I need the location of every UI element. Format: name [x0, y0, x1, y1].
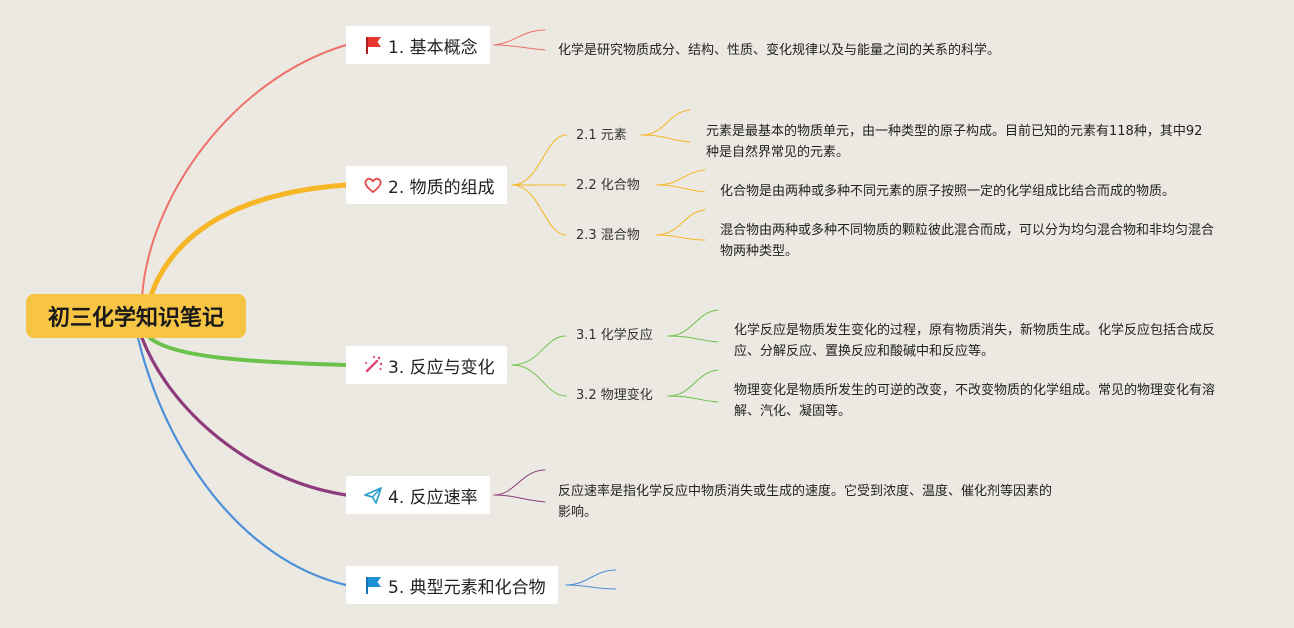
leaf-line: [667, 309, 719, 337]
branch-label: 2. 物质的组成: [388, 177, 495, 198]
note-element[interactable]: 元素是最基本的物质单元，由一种类型的原子构成。目前已知的元素有118种，其中92…: [706, 124, 1203, 160]
leaf-line: [655, 184, 706, 193]
leaf-line: [667, 335, 719, 343]
leaf-line: [493, 44, 546, 51]
branch-reactions[interactable]: 3. 反应与变化: [346, 346, 507, 384]
branch-line: [141, 44, 347, 299]
branch-line: [140, 336, 348, 497]
branch-label: 4. 反应速率: [388, 487, 478, 508]
branch-typical-elements[interactable]: 5. 典型元素和化合物: [346, 566, 558, 604]
flag-icon: [362, 574, 384, 596]
heart-icon: [362, 174, 384, 196]
leaf-line: [493, 469, 546, 496]
branch-line: [147, 182, 349, 301]
branch-line: [148, 336, 348, 367]
subtopic-mixture[interactable]: 2.3 混合物: [576, 228, 640, 243]
leaf-line: [640, 134, 691, 143]
note-chemical-reaction[interactable]: 化学反应是物质发生变化的过程，原有物质消失，新物质生成。化学反应包括合成反应、分…: [734, 323, 1216, 359]
branch-basic-concepts[interactable]: 1. 基本概念: [346, 26, 490, 64]
branch-label: 1. 基本概念: [388, 37, 478, 58]
leaf-line: [655, 209, 706, 236]
subtopic-compound[interactable]: 2.2 化合物: [576, 178, 640, 193]
leaf-line: [493, 494, 546, 503]
leaf-line: [667, 369, 719, 397]
note-compound[interactable]: 化合物是由两种或多种不同元素的原子按照一定的化学组成比结合而成的物质。: [720, 184, 1176, 199]
branch-composition[interactable]: 2. 物质的组成: [346, 166, 507, 204]
leaf-line: [655, 234, 706, 241]
note-reaction-rate[interactable]: 反应速率是指化学反应中物质消失或生成的速度。它受到浓度、温度、催化剂等因素的影响…: [558, 484, 1053, 520]
leaf-line: [655, 169, 706, 186]
subtopic-element[interactable]: 2.1 元素: [576, 128, 627, 143]
subtopic-chemical-reaction[interactable]: 3.1 化学反应: [576, 328, 653, 343]
branch-reaction-rate[interactable]: 4. 反应速率: [346, 476, 490, 514]
sub-line: [511, 335, 567, 366]
paper-plane-icon: [362, 484, 384, 506]
leaf-line: [565, 569, 617, 586]
note-mixture[interactable]: 混合物由两种或多种不同物质的颗粒彼此混合而成，可以分为均匀混合物和非均匀混合物两…: [720, 223, 1215, 259]
branch-line: [136, 336, 348, 587]
leaf-line: [640, 109, 691, 136]
leaf-line: [667, 395, 719, 403]
subtopic-physical-change[interactable]: 3.2 物理变化: [576, 388, 653, 403]
leaf-line: [565, 584, 617, 590]
sub-line: [511, 364, 567, 397]
branch-label: 5. 典型元素和化合物: [388, 577, 546, 598]
leaf-line: [493, 29, 546, 46]
branch-label: 3. 反应与变化: [388, 357, 495, 378]
sub-line: [511, 184, 567, 236]
sub-line: [511, 134, 567, 186]
note-basic-concepts[interactable]: 化学是研究物质成分、结构、性质、变化规律以及与能量之间的关系的科学。: [558, 43, 1001, 58]
note-physical-change[interactable]: 物理变化是物质所发生的可逆的改变，不改变物质的化学组成。常见的物理变化有溶解、汽…: [734, 383, 1216, 419]
flag-icon: [362, 34, 384, 56]
root-topic[interactable]: 初三化学知识笔记: [26, 294, 246, 338]
magic-wand-icon: [362, 354, 384, 376]
